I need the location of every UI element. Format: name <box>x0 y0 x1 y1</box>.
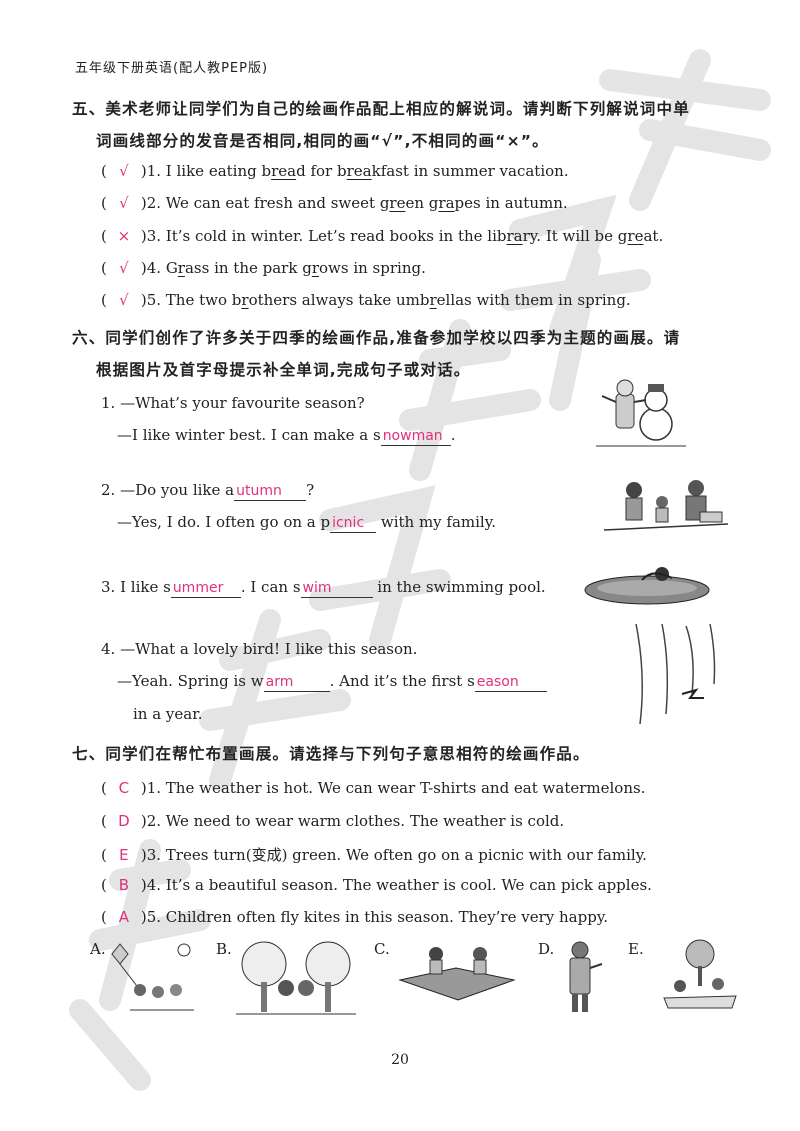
section7-item: (D)2. We need to wear warm clothes. The … <box>101 812 565 830</box>
section7-item: (E)3. Trees turn(变成) green. We often go … <box>101 846 647 864</box>
sentence-text: b <box>261 162 272 180</box>
sentence-text: G <box>165 259 178 277</box>
q4-answer2: eason <box>476 674 519 690</box>
sentence-text: g <box>617 227 628 245</box>
sentence-text: g <box>379 194 390 212</box>
section5-title-line2: 词画线部分的发音是否相同,相同的画“√”,不相同的画“×”。 <box>96 132 549 150</box>
section7-answer: D <box>118 812 130 830</box>
underlined-letters: r <box>311 259 319 277</box>
section5-item: (×)3. It’s cold in winter. Let’s read bo… <box>101 227 664 245</box>
sentence-text: 5. The two <box>146 291 232 309</box>
sentence-text: b <box>337 162 347 180</box>
section7-item: (C)1. The weather is hot. We can wear T-… <box>101 779 646 797</box>
sentence-text: kfast in summer vacation. <box>371 162 569 180</box>
option-b-apple-picking-illustration <box>236 941 356 1015</box>
sentence-text: b <box>231 291 242 309</box>
section5-title-line1: 五、美术老师让同学们为自己的绘画作品配上相应的解说词。请判断下列解说词中单 <box>72 100 690 118</box>
section7-answer: C <box>118 779 130 797</box>
sentence-text: 4. <box>146 259 166 277</box>
option-e-label: E. <box>628 940 644 958</box>
section6-title-line2: 根据图片及首字母提示补全单词,完成句子或对话。 <box>96 361 471 379</box>
underlined-letters: ra <box>506 227 523 245</box>
underlined-letters: ra <box>438 194 455 212</box>
underlined-letters: re <box>389 194 406 212</box>
section5-item: (√)5. The two brothers always take umbre… <box>101 291 631 309</box>
q3-answer1: ummer <box>172 580 224 596</box>
q1-line1: 1. —What’s your favourite season? <box>101 394 365 412</box>
q4-line3: in a year. <box>133 705 203 723</box>
section5-item: (√)1. I like eating bread for breakfast … <box>101 162 569 180</box>
underlined-letters: r <box>429 291 437 309</box>
sentence-text: d for <box>296 162 338 180</box>
underlined-letters: rea <box>271 162 297 180</box>
sentence-text: 2. We can eat fresh and sweet <box>146 194 380 212</box>
section7-answer: A <box>118 908 129 926</box>
option-b-label: B. <box>216 940 232 958</box>
option-a-kites-illustration <box>111 943 194 1011</box>
section7-item: (A)5. Children often fly kites in this s… <box>101 908 609 926</box>
q4-line1: 4. —What a lovely bird! I like this seas… <box>101 640 418 658</box>
winter-snowman-illustration <box>596 379 686 447</box>
q4-answer1: arm <box>265 674 294 690</box>
section7-item: (B)4. It’s a beautiful season. The weath… <box>101 876 652 894</box>
q3-answer2: wim <box>302 580 332 596</box>
sentence-text: ellas with them in spring. <box>436 291 631 309</box>
sentence-text: g <box>428 194 439 212</box>
sentence-text: 1. I like eating <box>146 162 262 180</box>
sentence-text: 1. The weather is hot. We can wear T-shi… <box>146 779 646 797</box>
section5-item: (√)4. Grass in the park grows in spring. <box>101 259 426 277</box>
sentence-text: ry. It will be <box>522 227 618 245</box>
sentence-text: 5. Children often fly kites in this seas… <box>146 908 609 926</box>
option-c-label: C. <box>374 940 390 958</box>
sentence-text: b <box>419 291 430 309</box>
section6-title-line1: 六、同学们创作了许多关于四季的绘画作品,准备参加学校以四季为主题的画展。请 <box>72 329 681 347</box>
section5-answer: √ <box>119 194 129 212</box>
sentence-text: g <box>302 259 312 277</box>
sentence-text: 2. We need to wear warm clothes. The wea… <box>146 812 565 830</box>
section5-item: (√)2. We can eat fresh and sweet green g… <box>101 194 568 212</box>
option-d-label: D. <box>538 940 555 958</box>
sentence-text: 4. It’s a beautiful season. The weather … <box>146 876 652 894</box>
page-number: 20 <box>391 1052 409 1068</box>
section7-title: 七、同学们在帮忙布置画展。请选择与下列句子意思相符的绘画作品。 <box>72 745 590 763</box>
sentence-text: others always take um <box>248 291 420 309</box>
underlined-letters: r <box>177 259 185 277</box>
spring-willow-swallow-illustration <box>635 624 716 725</box>
q2-answer1: utumn <box>236 483 282 499</box>
option-e-spring-picnic-illustration <box>663 939 737 1009</box>
underlined-letters: r <box>241 291 249 309</box>
sentence-text: 3. It’s cold in winter. Let’s read books… <box>146 227 497 245</box>
section5-answer: × <box>117 227 131 245</box>
sentence-text: en <box>405 194 429 212</box>
option-d-winter-girl-illustration <box>569 941 603 1012</box>
q1-answer: nowman <box>382 428 443 444</box>
summer-swimming-illustration <box>584 567 710 605</box>
sentence-text: 3. Trees turn(变成) green. We often go on … <box>146 846 647 864</box>
section5-answer: √ <box>119 162 129 180</box>
section5-answer: √ <box>119 259 129 277</box>
option-a-label: A. <box>90 940 106 958</box>
sentence-text: pes in autumn. <box>454 194 568 212</box>
option-c-watermelon-illustration <box>398 947 516 1001</box>
sentence-text: b <box>496 227 507 245</box>
page-header: 五年级下册英语(配人教PEP版) <box>75 61 269 76</box>
section7-answer: E <box>119 846 129 864</box>
sentence-text: ass in the park <box>184 259 303 277</box>
sentence-text: at. <box>643 227 664 245</box>
underlined-letters: rea <box>346 162 372 180</box>
section5-answer: √ <box>119 291 129 309</box>
autumn-picnic-illustration <box>604 480 728 531</box>
section7-answer: B <box>118 876 129 894</box>
q2-answer2: icnic <box>332 515 365 531</box>
underlined-letters: re <box>627 227 644 245</box>
sentence-text: ows in spring. <box>319 259 426 277</box>
